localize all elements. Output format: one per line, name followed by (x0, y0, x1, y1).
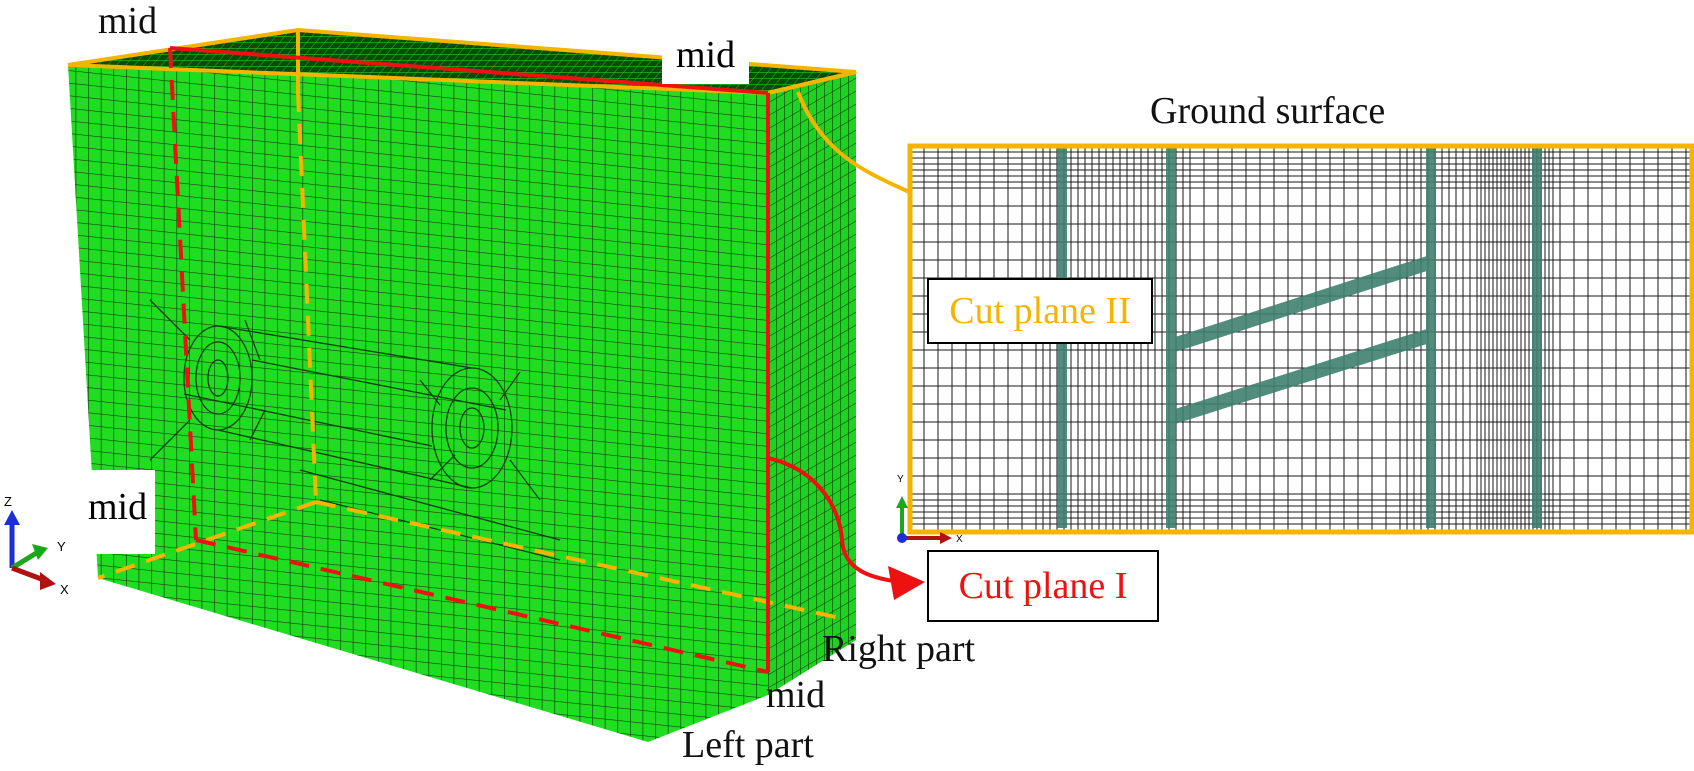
axis-triad-left: Z Y X (4, 494, 69, 597)
cut-plane-1-solid (169, 46, 770, 672)
axis-x-label: X (60, 582, 69, 597)
mesh-top-face (68, 30, 856, 93)
cut-plane-2-dashes (97, 91, 841, 620)
cut-plane-2-outline (67, 27, 857, 96)
axis-z-label: Z (4, 494, 12, 509)
mesh-front-face (68, 65, 768, 742)
cut-plane-1-arrowhead (888, 566, 925, 600)
axis-x-label-right: X (956, 534, 963, 545)
axis-triad-right: Y X (896, 474, 963, 545)
label-mid-bottom: mid (766, 674, 826, 716)
cross-section-panel (907, 143, 1694, 535)
label-mid-top-left: mid (98, 0, 158, 42)
label-cut-plane-1: Cut plane I (927, 550, 1159, 622)
label-cut-plane-2: Cut plane II (927, 278, 1153, 344)
axis-y-label: Y (57, 539, 66, 554)
label-mid-top-right: mid (662, 32, 750, 84)
label-left-part: Left part (682, 724, 814, 766)
label-right-part: Right part (822, 628, 976, 670)
label-ground-surface: Ground surface (1150, 90, 1386, 132)
cut-plane-1-dashes (168, 47, 769, 674)
axis-y-label-right: Y (897, 474, 904, 485)
mesh-side-face (768, 72, 856, 695)
label-mid-left: mid (80, 470, 156, 554)
cut-plane-1-arrow (767, 456, 901, 584)
